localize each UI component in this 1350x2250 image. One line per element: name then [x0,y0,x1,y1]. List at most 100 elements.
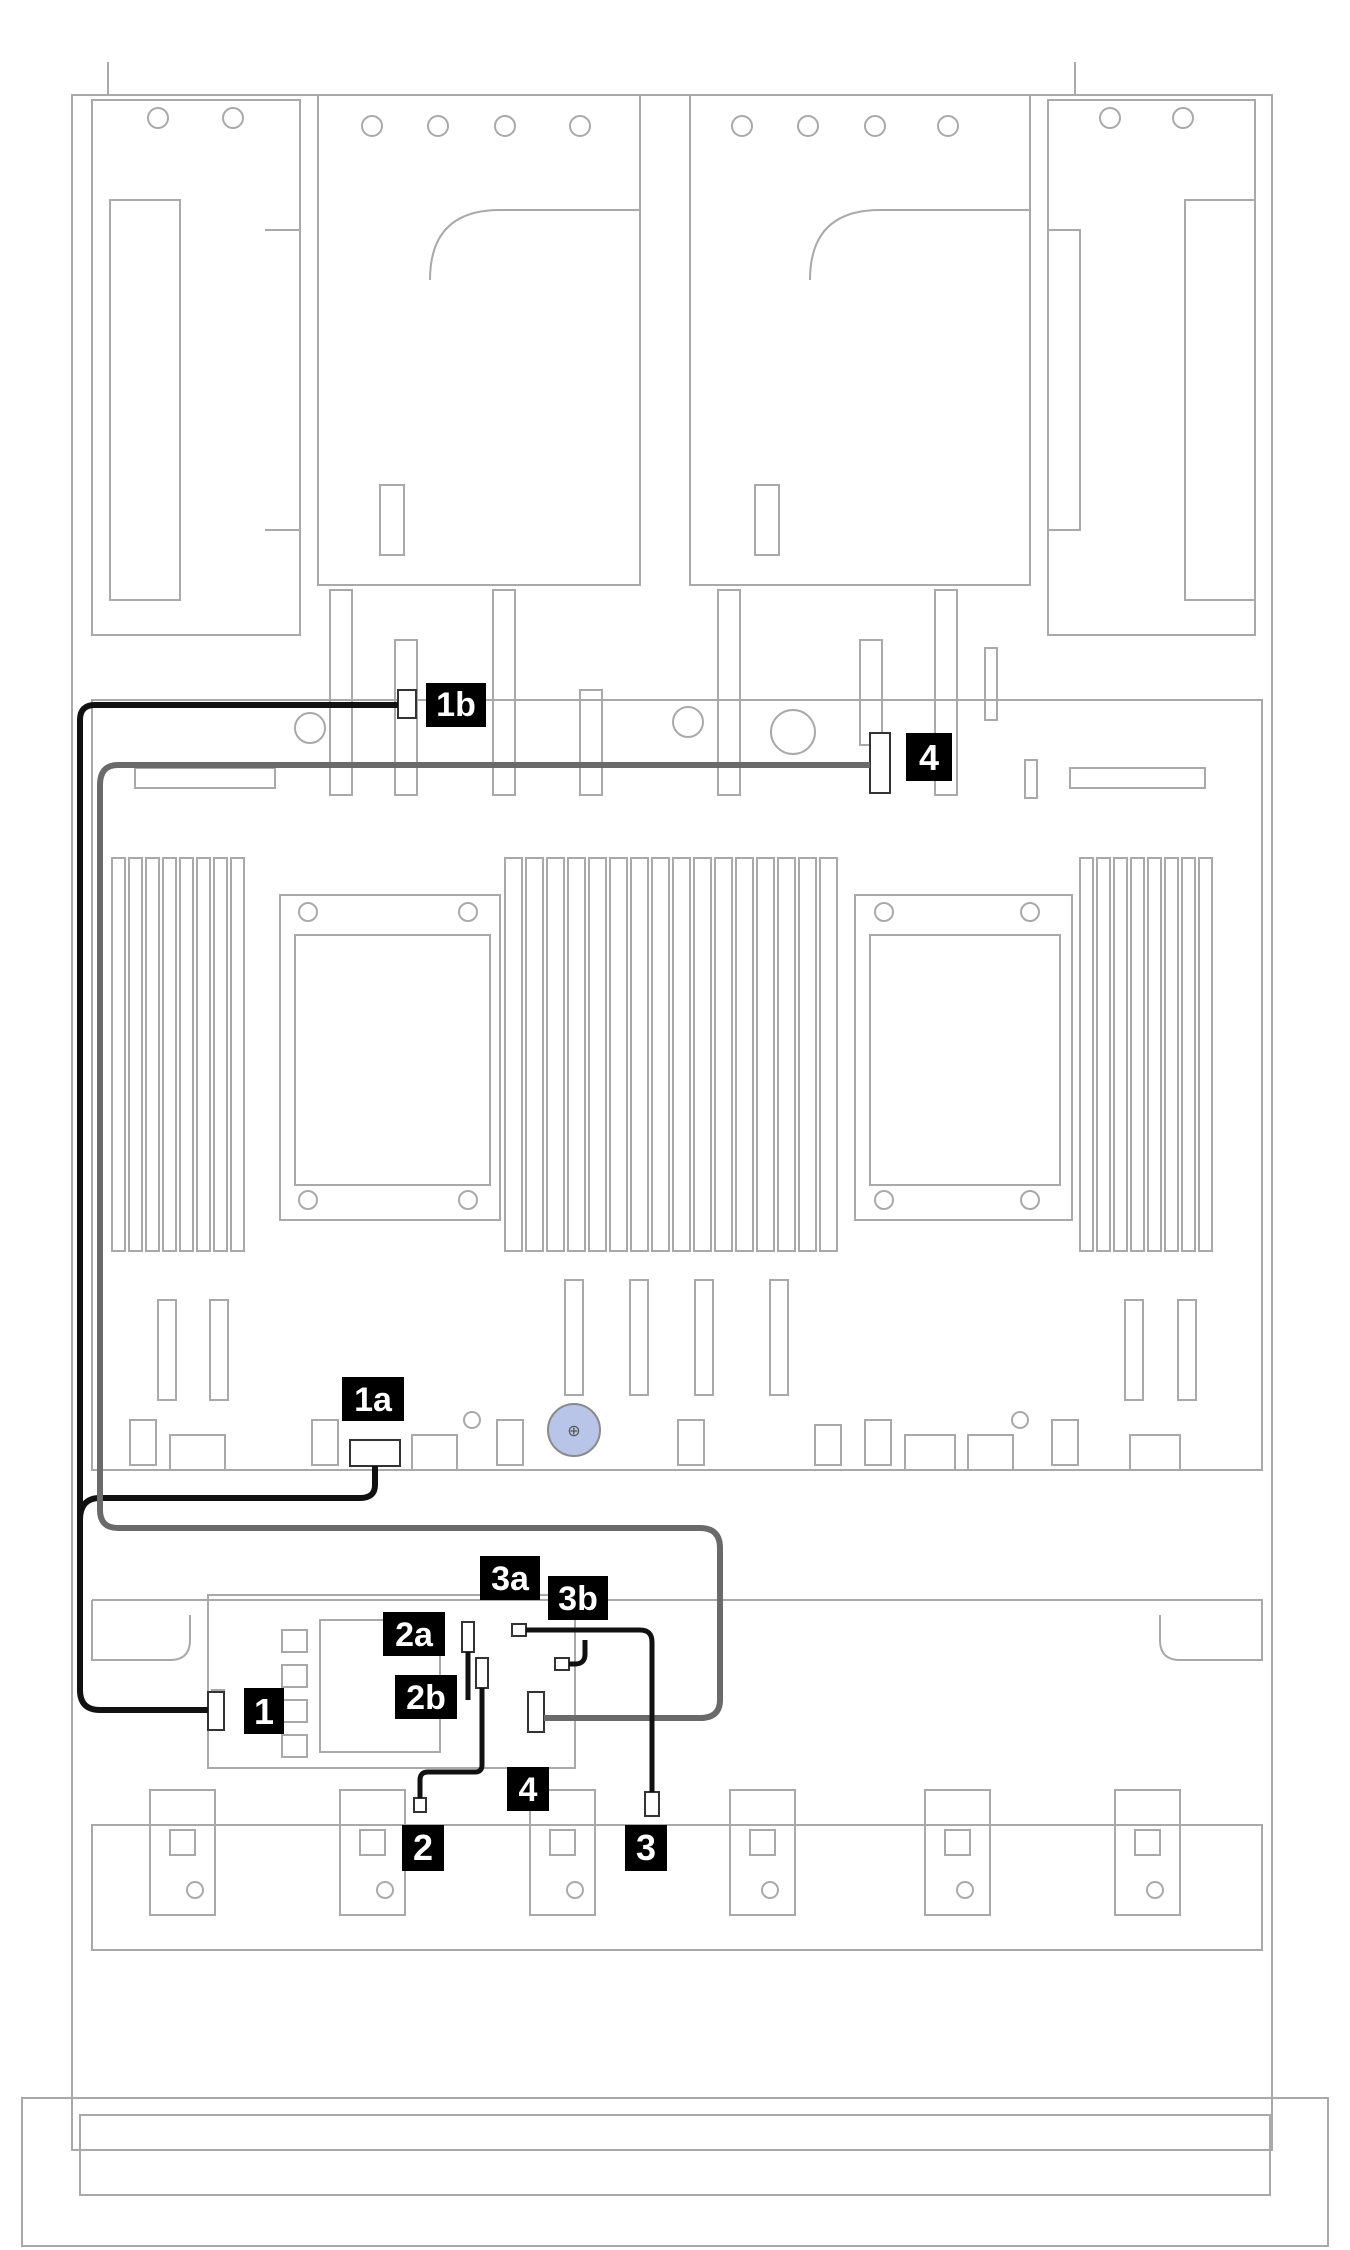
svg-text:2: 2 [413,1827,433,1868]
dimm-slot [525,857,544,1252]
raid-adapter-area [91,1594,1263,1769]
dimm-slot [230,857,245,1252]
callout-3a: 3a [480,1556,540,1600]
standoff-icon [672,706,704,738]
dimm-slot [1181,857,1196,1252]
screw-icon [1011,1411,1029,1429]
power-connector [411,1434,458,1471]
pcie-slot [579,689,603,796]
screw-icon [731,115,753,137]
pcie-slot [717,589,741,796]
dimm-slot [567,857,586,1252]
screw-icon [298,1190,318,1210]
drive-cage [91,1824,1263,1951]
rear-io-connector [1069,767,1206,789]
cable-3b [569,1640,588,1667]
dimm-slot [128,857,143,1252]
power-connector [864,1419,892,1466]
svg-text:4: 4 [919,737,939,778]
callout-3: 3 [625,1825,667,1871]
dimm-slot [1113,857,1128,1252]
drive-cage-row [91,1789,1263,1951]
chassis-body [71,94,1273,2151]
cmos-battery-icon [770,709,816,755]
dimm-slot [111,857,126,1252]
blue-touchpoint-icon [547,1403,601,1457]
cables [77,702,870,1798]
dimm-slot [213,857,228,1252]
callout-1: 1 [244,1688,284,1734]
screw-icon [1020,902,1040,922]
svg-text:2a: 2a [395,1616,434,1654]
svg-text:2b: 2b [406,1679,446,1717]
front-bezel [21,2097,1329,2247]
cpu-socket-2 [854,894,1073,1221]
drive-bay-1 [149,1789,216,1916]
screw-icon [222,107,244,129]
dimm-slot [179,857,194,1252]
vga-connector [984,647,998,721]
dimm-slot [162,857,177,1252]
plus-icon: ⊕ [567,1421,580,1440]
callout-1a: 1a [342,1377,404,1421]
screw-icon [1020,1190,1040,1210]
drive-bay-5 [924,1789,991,1916]
riser-cage-3 [689,94,1031,586]
cable-2-2b [417,1688,485,1798]
screw-icon [298,902,318,922]
dimm-bank-center [504,857,838,1252]
connector-2a [461,1621,475,1653]
callout-4-top: 4 [906,733,952,781]
cable-4 [97,762,870,1721]
dimm-slot [546,857,565,1252]
pcie-slot [859,639,883,746]
dimm-slot [630,857,649,1252]
nvme-connector [769,1279,789,1396]
riser-cage-2 [317,94,641,586]
dimm-slot [1079,857,1094,1252]
power-connector [904,1434,956,1471]
screw-icon [147,107,169,129]
dimm-slot [714,857,733,1252]
drive-bay-4 [729,1789,796,1916]
screw-icon [494,115,516,137]
power-connector [1051,1419,1079,1466]
rear-io-connector [134,767,276,789]
connector-2b [475,1657,489,1689]
power-connector [814,1424,842,1466]
callout-2b: 2b [395,1675,457,1719]
callout-1b: 1b [426,683,486,727]
dimm-slot [777,857,796,1252]
dimm-slot [1130,857,1145,1252]
nvme-connector [1177,1299,1197,1401]
pcie-slot [492,589,516,796]
riser-slot-indicator [379,484,405,556]
dimm-bank-right [1079,857,1213,1252]
callout-3b: 3b [548,1576,608,1620]
screw-icon [463,1411,481,1429]
dimm-slot [672,857,691,1252]
connector-1a [349,1439,401,1467]
usb-port-icon [1024,759,1038,799]
riser-cage-4 [1047,99,1256,636]
dimm-slot [1164,857,1179,1252]
screw-icon [864,115,886,137]
pcie-slot [934,589,958,796]
svg-text:1b: 1b [436,686,476,724]
svg-text:3b: 3b [558,1580,598,1618]
front-panel-strip [79,2114,1271,2196]
screw-icon [569,115,591,137]
nvme-connector [1124,1299,1144,1401]
cable-1a [77,1466,378,1521]
power-connector [1129,1434,1181,1471]
standoff-icon [294,712,326,744]
screw-icon [937,115,959,137]
motherboard [91,647,1263,1471]
dimm-slot [588,857,607,1252]
nvme-connector [694,1279,714,1396]
pcie-slot [329,589,353,796]
connector-3a [511,1623,527,1637]
connector-1 [207,1691,225,1731]
power-connector [967,1434,1014,1471]
